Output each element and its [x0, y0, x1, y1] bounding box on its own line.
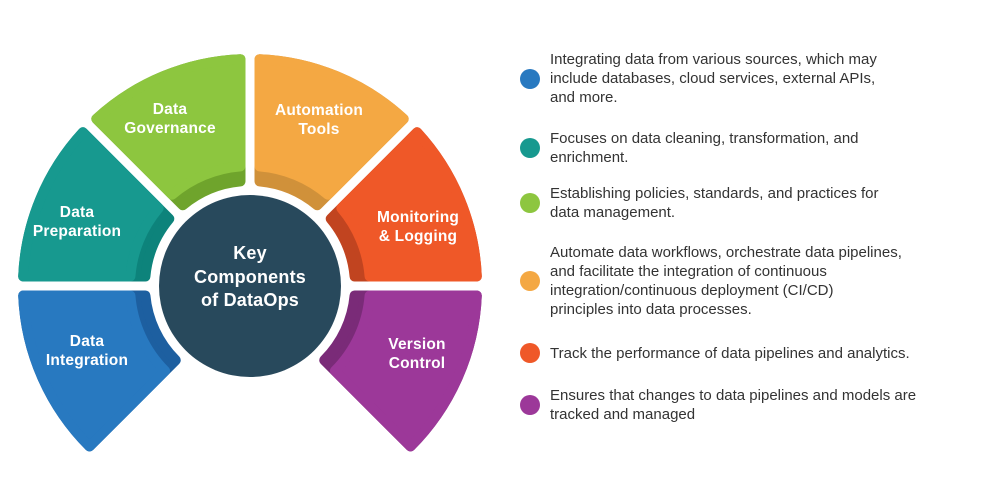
segment-label-data-governance: Data Governance: [124, 101, 216, 137]
legend-item-version-control: Ensures that changes to data pipelines a…: [510, 386, 916, 424]
legend-item-data-preparation: Focuses on data cleaning, transformation…: [510, 129, 859, 167]
segment-automation-tools-sector: [254, 54, 409, 200]
dataops-wheel-graphic: [18, 54, 482, 452]
dataops-wheel: Data Integration Data Preparation Data G…: [18, 54, 482, 452]
legend-item-text: Focuses on data cleaning, transformation…: [550, 130, 859, 166]
segment-label-monitoring-logging: Monitoring & Logging: [376, 209, 460, 245]
legend-item-text: Track the performance of data pipelines …: [550, 344, 910, 362]
legend-bullet-icon: [520, 138, 540, 158]
legend-item-text: Automate data workflows, orchestrate dat…: [550, 244, 902, 318]
legend-item-automation-tools: Automate data workflows, orchestrate dat…: [510, 243, 902, 319]
legend-item-text: Integrating data from various sources, w…: [550, 51, 877, 106]
segment-data-governance-sector: [91, 54, 246, 200]
legend: Integrating data from various sources, w…: [510, 0, 996, 500]
legend-item-text: Establishing policies, standards, and pr…: [550, 185, 879, 221]
legend-bullet-icon: [520, 343, 540, 363]
legend-item-monitoring-logging: Track the performance of data pipelines …: [510, 343, 910, 363]
segment-version-control-sector: [329, 290, 482, 452]
segment-label-version-control: Version Control: [388, 336, 446, 372]
segment-label-automation-tools: Automation Tools: [274, 102, 364, 138]
legend-bullet-icon: [520, 395, 540, 415]
wheel-center-title: Key Components of DataOps: [194, 242, 306, 310]
segment-label-data-integration: Data Integration: [45, 333, 129, 369]
segment-data-preparation-sector: [18, 127, 164, 282]
segment-label-data-preparation: Data Preparation: [32, 204, 122, 240]
legend-item-data-governance: Establishing policies, standards, and pr…: [510, 184, 879, 222]
segment-monitoring-logging-sector: [336, 127, 482, 282]
legend-item-data-integration: Integrating data from various sources, w…: [510, 50, 877, 107]
legend-item-text: Ensures that changes to data pipelines a…: [550, 387, 917, 423]
wheel-center-circle: [159, 195, 341, 377]
segment-data-integration-sector: [18, 290, 171, 452]
legend-bullet-icon: [520, 193, 540, 213]
legend-bullet-icon: [520, 68, 540, 89]
legend-bullet-icon: [520, 271, 540, 291]
